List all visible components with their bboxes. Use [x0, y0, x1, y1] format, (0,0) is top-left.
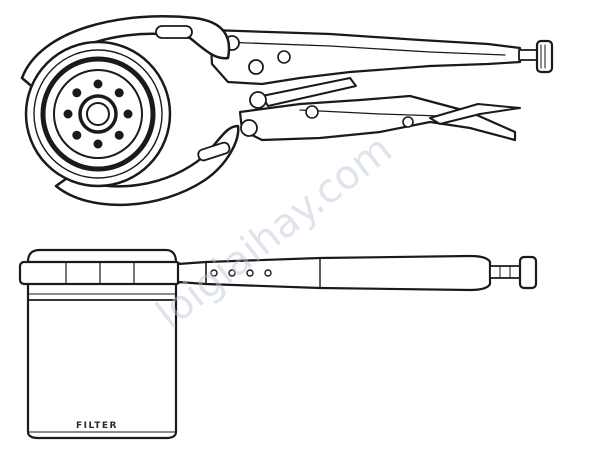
filter-hole-icon — [93, 79, 103, 89]
rivet-icon — [228, 269, 236, 277]
adjust-knob — [518, 255, 538, 290]
oil-filter-end-view — [24, 40, 172, 188]
filter-hole-icon — [63, 109, 73, 119]
filter-hole-icon — [72, 130, 82, 140]
filter-hole-icon — [114, 88, 124, 98]
rivet-icon — [246, 269, 254, 277]
filter-hole-icon — [123, 109, 133, 119]
handle-rivets — [210, 269, 272, 277]
top-view — [20, 15, 554, 207]
pivot-rivet-icon — [240, 119, 258, 137]
filter-holes — [63, 79, 133, 149]
rivet-icon — [264, 269, 272, 277]
watermark: loigiaihay.com — [148, 126, 401, 338]
rivet-icon — [305, 105, 319, 119]
jaw-slot — [197, 141, 231, 162]
side-view: FILTER — [18, 248, 538, 440]
side-adjusting-screw — [489, 255, 538, 290]
adjusting-screw — [518, 39, 554, 74]
rivet-icon — [249, 91, 267, 109]
jaw-slot — [155, 25, 193, 39]
side-handle — [176, 254, 492, 292]
filter-hole-icon — [114, 130, 124, 140]
upper-handle — [208, 28, 522, 86]
filter-hole-icon — [72, 88, 82, 98]
filter-hole-icon — [93, 139, 103, 149]
rivet-icon — [277, 50, 291, 64]
strap-band — [18, 260, 182, 286]
rivet-icon — [402, 116, 414, 128]
rivet-icon — [248, 59, 264, 75]
rivet-icon — [210, 269, 218, 277]
lower-handle — [238, 77, 521, 142]
filter-canister: FILTER — [26, 248, 178, 440]
filter-label: FILTER — [76, 421, 118, 431]
